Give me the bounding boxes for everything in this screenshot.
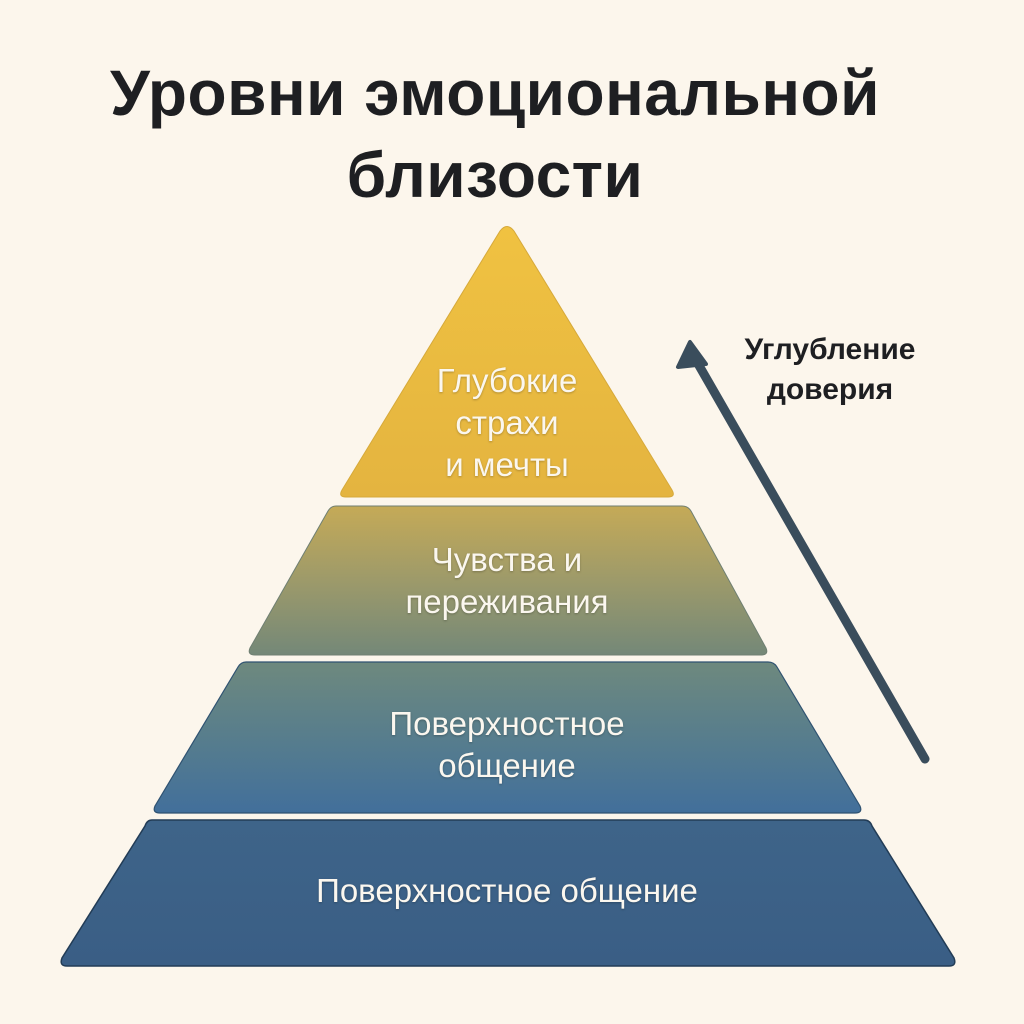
title-line-1: Уровни эмоциональной bbox=[110, 57, 880, 129]
tier-1-label: Глубокие страхи и мечты bbox=[436, 362, 578, 483]
title-line-2: близости bbox=[346, 139, 644, 211]
tier-4-label: Поверхностное общение bbox=[316, 872, 698, 909]
tier-2-label: Чувства и переживания bbox=[405, 541, 609, 620]
arrow-label-line-2: доверия bbox=[766, 373, 894, 406]
arrow-label: Углубление доверия bbox=[700, 330, 960, 410]
pyramid-tier-4 bbox=[60, 819, 956, 967]
tier-3-label: Поверхностное общение bbox=[389, 705, 625, 784]
arrow-up-icon bbox=[676, 340, 930, 764]
pyramid-tier-1 bbox=[340, 226, 674, 498]
arrow-label-line-1: Углубление bbox=[744, 333, 916, 366]
diagram-title: Уровни эмоциональной близости bbox=[0, 52, 990, 216]
pyramid-tier-2 bbox=[248, 505, 768, 656]
pyramid-tier-3 bbox=[153, 661, 862, 814]
